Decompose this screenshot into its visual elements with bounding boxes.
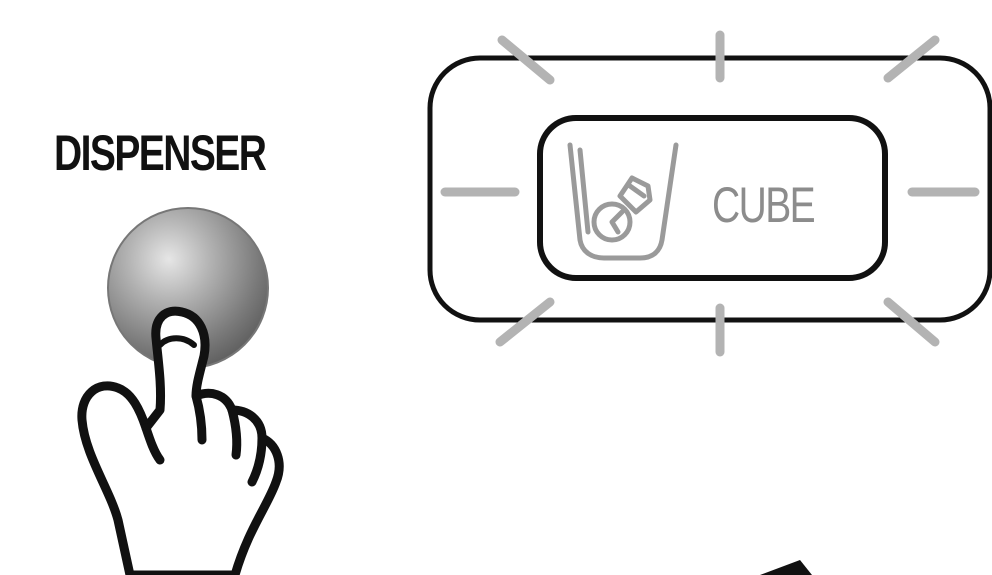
- cube-button[interactable]: [537, 115, 888, 281]
- ice-cup-icon: [567, 142, 679, 261]
- pointing-hand-icon: [77, 306, 284, 575]
- blink-ray-bottom-right: [883, 297, 940, 347]
- pointer-arrow-icon: [760, 560, 812, 575]
- blink-ray-top-left: [497, 35, 555, 85]
- dispenser-label: DISPENSER: [54, 125, 267, 181]
- indicator-panel: [427, 55, 992, 323]
- blink-ray-top-right: [883, 35, 940, 83]
- cube-label: CUBE: [712, 177, 816, 233]
- blink-rays: [440, 30, 980, 357]
- blink-ray-bottom-left: [495, 297, 555, 347]
